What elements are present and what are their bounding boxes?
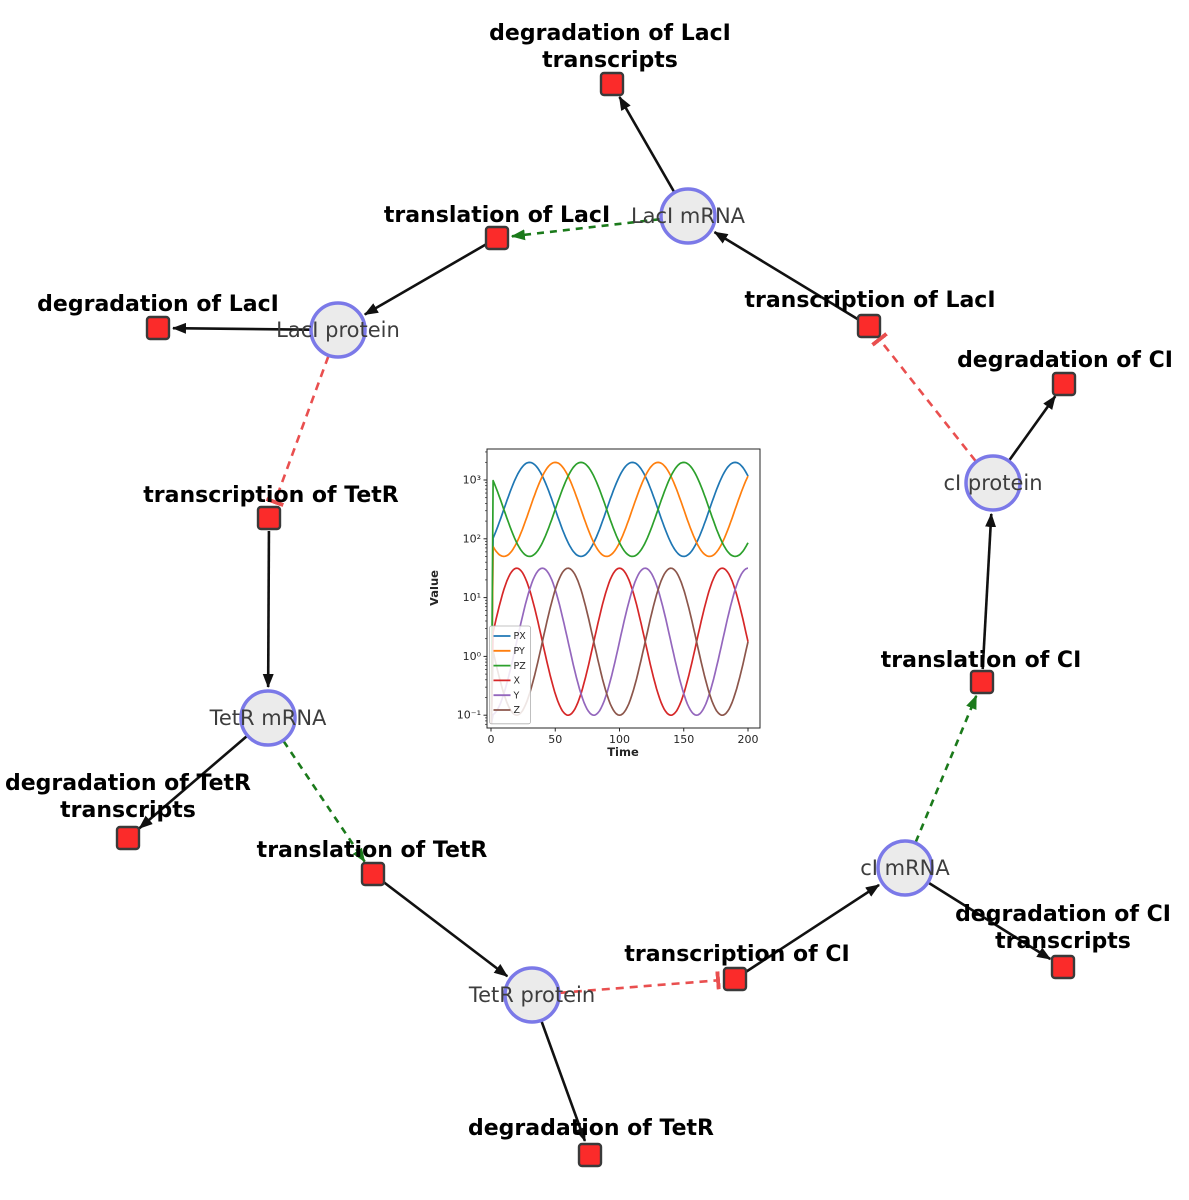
species-label-tetr-mrna: TetR mRNA <box>209 706 327 730</box>
reaction-node-deg-ci <box>1051 371 1077 397</box>
y-tick-label: 10² <box>463 532 481 545</box>
legend-label-X: X <box>514 676 521 687</box>
edge-transcription-laci-laci-mrna <box>713 230 859 321</box>
edge-transcription-tetr-tetr-mrna <box>262 530 274 689</box>
edge-ci-mrna-deg-ci-transcripts <box>928 881 1052 961</box>
species-node-ci-mrna <box>876 839 934 897</box>
y-tick-label: 10³ <box>463 474 481 487</box>
series-PZ <box>490 461 749 725</box>
reaction-label-deg-laci: degradation of LacI <box>37 292 279 317</box>
edge-ci-protein-transcription-laci <box>871 332 977 462</box>
series-Z <box>490 567 749 725</box>
species-label-ci-mrna: cI mRNA <box>860 856 950 880</box>
series-curves <box>490 461 749 725</box>
species-node-tetr-protein <box>503 966 561 1024</box>
species-label-laci-mrna: LacI mRNA <box>631 204 746 228</box>
reaction-node-deg-tetr <box>577 1142 603 1168</box>
x-tick-label: 200 <box>738 733 759 746</box>
series-PY <box>490 461 749 725</box>
series-PX <box>490 461 749 725</box>
legend-label-Z: Z <box>514 705 521 716</box>
reaction-label-deg-laci-transcripts-line1: degradation of LacI <box>489 21 731 46</box>
reaction-label-translation-laci: translation of LacI <box>384 203 610 228</box>
simulation-inset-chart: 10³ 10² 10¹ 10⁰ 10⁻¹ 0 50 100 150 200 PX PY PZ XYZ Ti… <box>430 440 770 760</box>
reaction-label-deg-laci-transcripts-line2: transcripts <box>542 48 678 73</box>
edges-layer <box>138 96 1057 1142</box>
species-node-laci-protein <box>309 301 367 359</box>
reaction-node-translation-ci <box>969 669 995 695</box>
species-label-ci-protein: cI protein <box>943 471 1042 495</box>
x-axis-label: Time <box>607 745 639 759</box>
axes-box <box>486 448 761 729</box>
y-tick-label: 10¹ <box>463 591 481 604</box>
x-tick-label: 100 <box>609 733 630 746</box>
legend-label-Y: Y <box>513 690 520 701</box>
species-node-laci-mrna <box>659 187 717 245</box>
reaction-label-transcription-laci: transcription of LacI <box>744 288 995 313</box>
reaction-label-deg-ci-transcripts-line1: degradation of CI <box>955 902 1171 927</box>
reaction-node-deg-tetr-transcripts <box>115 825 141 851</box>
x-tick-label: 0 <box>488 733 495 746</box>
edge-laci-protein-deg-laci <box>171 322 311 334</box>
nodes-layer <box>115 71 1077 1168</box>
x-tick-label: 50 <box>548 733 562 746</box>
reaction-label-deg-tetr: degradation of TetR <box>468 1116 714 1141</box>
legend-label-PZ: PZ <box>514 661 527 672</box>
edge-laci-protein-transcription-tetr <box>265 355 330 508</box>
reaction-node-transcription-tetr <box>256 505 282 531</box>
reaction-label-translation-ci: translation of CI <box>881 648 1082 673</box>
series-Y <box>490 567 749 725</box>
reaction-node-deg-ci-transcripts <box>1050 954 1076 980</box>
edge-tetr-mrna-deg-tetr-transcripts <box>138 735 248 830</box>
edge-translation-tetr-tetr-protein <box>382 880 509 978</box>
y-axis-label: Value <box>430 570 441 606</box>
reaction-node-transcription-laci <box>856 313 882 339</box>
edge-ci-protein-deg-ci <box>1008 395 1057 462</box>
edge-tetr-mrna-translation-tetr <box>282 740 366 863</box>
x-tick-label: 150 <box>673 733 694 746</box>
edge-tetr-protein-deg-tetr <box>540 1020 587 1142</box>
reaction-label-deg-ci: degradation of CI <box>957 348 1173 373</box>
y-tick-label: 10⁰ <box>463 650 482 663</box>
reaction-node-transcription-ci <box>722 966 748 992</box>
reaction-label-deg-tetr-transcripts-line2: transcripts <box>60 798 196 823</box>
edge-laci-mrna-deg-laci-transcripts <box>618 96 676 193</box>
reaction-label-transcription-ci: transcription of CI <box>624 942 849 967</box>
reaction-node-translation-laci <box>484 225 510 251</box>
edge-ci-mrna-translation-ci <box>914 694 978 843</box>
reaction-label-transcription-tetr: transcription of TetR <box>143 483 399 508</box>
series-X <box>490 567 749 725</box>
chart-layer: 10³ 10² 10¹ 10⁰ 10⁻¹ 0 50 100 150 200 PX PY PZ XYZ <box>430 440 770 760</box>
legend-label-PX: PX <box>514 631 527 642</box>
species-label-tetr-protein: TetR protein <box>468 983 595 1007</box>
reaction-node-deg-laci <box>145 315 171 341</box>
reaction-node-translation-tetr <box>360 861 386 887</box>
species-node-ci-protein <box>964 454 1022 512</box>
edge-tetr-protein-transcription-ci <box>559 971 721 995</box>
species-node-tetr-mrna <box>239 689 297 747</box>
chart-background <box>430 440 770 760</box>
reaction-label-deg-ci-transcripts-line2: transcripts <box>995 929 1131 954</box>
legend-label-PY: PY <box>514 646 526 657</box>
y-tick-label: 10⁻¹ <box>457 709 481 722</box>
reaction-label-deg-tetr-transcripts-line1: degradation of TetR <box>5 771 251 796</box>
reaction-label-translation-tetr: translation of TetR <box>257 838 488 863</box>
edge-transcription-ci-ci-mrna <box>745 883 880 973</box>
reaction-node-deg-laci-transcripts <box>599 71 625 97</box>
species-label-laci-protein: LacI protein <box>276 318 400 342</box>
edge-translation-laci-laci-protein <box>363 243 487 316</box>
edge-translation-ci-ci-protein <box>981 512 997 670</box>
